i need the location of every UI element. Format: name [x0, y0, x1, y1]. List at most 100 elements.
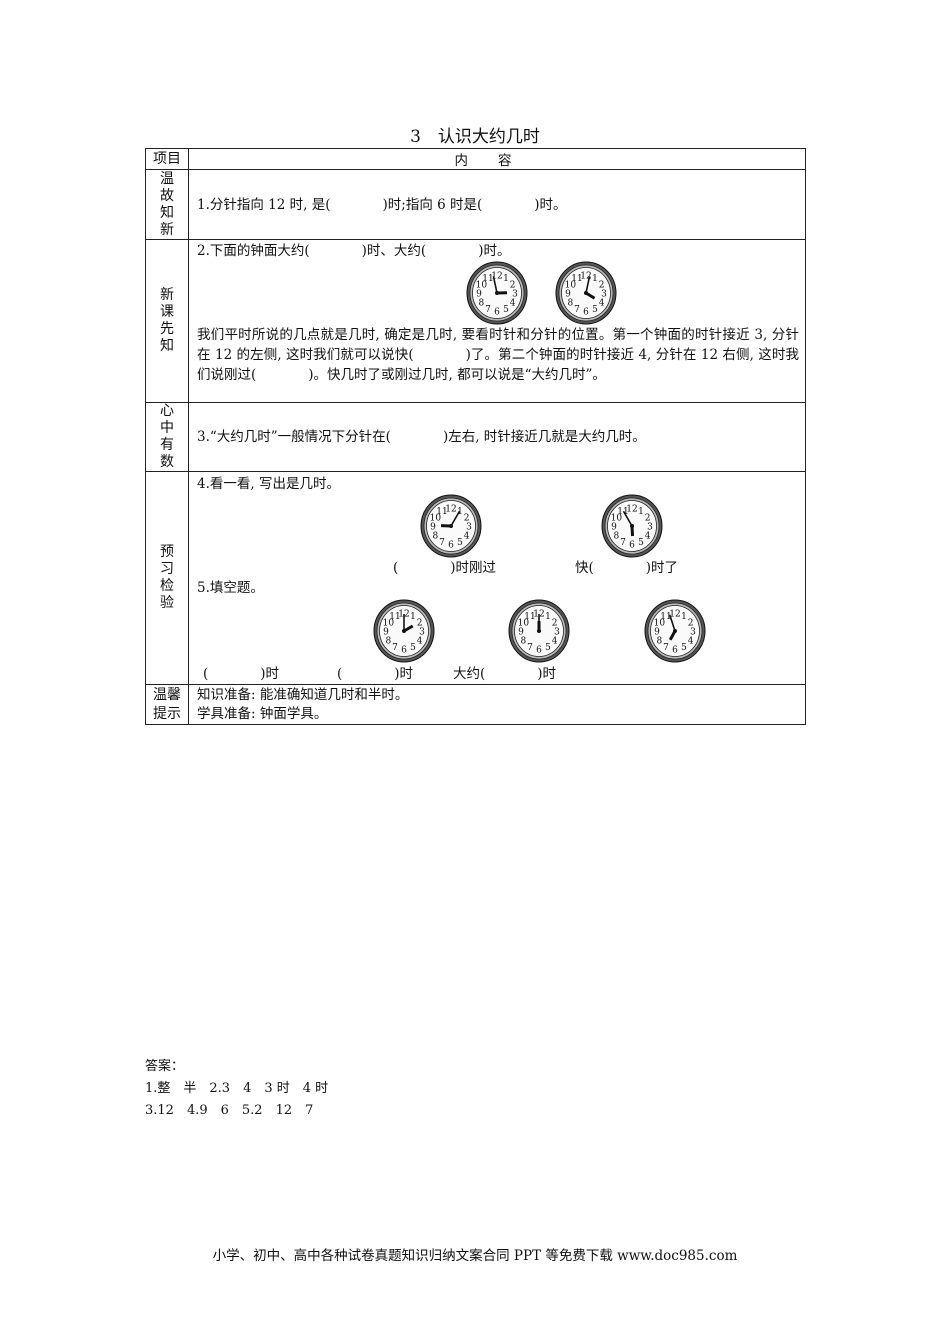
table-row-review: 温故知新 1.分针指向 12 时, 是()时;指向 6 时是()时。: [145, 169, 806, 240]
svg-text:11: 11: [660, 612, 671, 622]
svg-text:5: 5: [638, 538, 644, 548]
svg-text:1: 1: [592, 274, 598, 284]
question-4-title: 4.看一看, 写出是几时。: [197, 476, 340, 492]
svg-text:7: 7: [439, 538, 445, 548]
svg-text:1: 1: [638, 507, 644, 517]
svg-text:3: 3: [466, 523, 472, 533]
svg-text:3: 3: [512, 290, 518, 300]
svg-text:4: 4: [645, 532, 651, 542]
svg-text:10: 10: [430, 514, 442, 524]
svg-text:2: 2: [510, 281, 516, 291]
svg-text:8: 8: [433, 532, 439, 542]
svg-text:4: 4: [417, 637, 423, 647]
svg-text:7: 7: [392, 643, 398, 653]
svg-text:10: 10: [518, 619, 530, 629]
table-row-key-point: 心中有数 3.“大约几时”一般情况下分针在()左右, 时针接近几就是大约几时。: [145, 402, 806, 472]
svg-text:6: 6: [448, 541, 454, 551]
svg-text:8: 8: [568, 299, 574, 309]
svg-text:11: 11: [571, 274, 582, 284]
svg-text:10: 10: [565, 281, 577, 291]
row-label-practice: 预习检验: [160, 544, 174, 611]
svg-text:7: 7: [574, 305, 580, 315]
row-label-key-point: 心中有数: [160, 403, 174, 470]
svg-text:4: 4: [552, 637, 558, 647]
question-1: 1.分针指向 12 时, 是()时;指向 6 时是()时。: [188, 169, 806, 240]
svg-text:7: 7: [527, 643, 533, 653]
svg-text:4: 4: [464, 532, 470, 542]
svg-text:8: 8: [521, 637, 527, 647]
svg-text:5: 5: [410, 643, 416, 653]
svg-text:3: 3: [647, 523, 653, 533]
svg-text:12: 12: [580, 272, 591, 282]
svg-text:5: 5: [681, 643, 687, 653]
svg-text:12: 12: [491, 272, 502, 282]
svg-text:6: 6: [494, 308, 500, 318]
page-title: 3 认识大约几时: [410, 127, 540, 147]
svg-text:1: 1: [681, 612, 687, 622]
svg-text:3: 3: [419, 628, 425, 638]
row-label-review: 温故知新: [160, 170, 174, 238]
svg-text:10: 10: [611, 514, 623, 524]
svg-text:1: 1: [410, 612, 416, 622]
svg-text:2: 2: [417, 619, 423, 629]
worksheet-table: 项目 内容 温故知新 1.分针指向 12 时, 是()时;指向 6 时是()时。…: [145, 148, 806, 725]
question-3: 3.“大约几时”一般情况下分针在()左右, 时针接近几就是大约几时。: [188, 402, 806, 472]
header-content: 内容: [188, 148, 806, 170]
svg-text:1: 1: [503, 274, 509, 284]
svg-text:7: 7: [663, 643, 669, 653]
svg-text:6: 6: [401, 646, 407, 656]
svg-text:2: 2: [645, 514, 651, 524]
row-label-tips: 温馨提示: [153, 686, 181, 722]
svg-text:9: 9: [476, 290, 482, 300]
svg-text:6: 6: [629, 541, 635, 551]
svg-text:2: 2: [552, 619, 558, 629]
svg-text:8: 8: [657, 637, 663, 647]
svg-text:5: 5: [592, 305, 598, 315]
svg-text:12: 12: [626, 505, 637, 515]
svg-text:11: 11: [482, 274, 493, 284]
svg-text:9: 9: [518, 628, 524, 638]
svg-text:2: 2: [464, 514, 470, 524]
svg-text:11: 11: [436, 507, 447, 517]
table-header-row: 项目 内容: [145, 148, 806, 170]
svg-text:2: 2: [599, 281, 605, 291]
tips: 知识准备: 能准确知道几时和半时。 学具准备: 钟面学具。: [188, 684, 806, 725]
svg-text:9: 9: [611, 523, 617, 533]
footer-watermark: 小学、初中、高中各种试卷真题知识归纳文案合同 PPT 等免费下载 www.doc…: [212, 1248, 738, 1264]
svg-text:2: 2: [688, 619, 694, 629]
tip-tools: 学具准备: 钟面学具。: [197, 705, 328, 722]
header-item: 项目: [145, 148, 189, 170]
svg-text:5: 5: [545, 643, 551, 653]
svg-text:7: 7: [620, 538, 626, 548]
svg-text:6: 6: [583, 308, 589, 318]
svg-text:10: 10: [383, 619, 395, 629]
svg-text:8: 8: [614, 532, 620, 542]
svg-text:11: 11: [389, 612, 400, 622]
svg-text:5: 5: [503, 305, 509, 315]
table-row-tips: 温馨提示 知识准备: 能准确知道几时和半时。 学具准备: 钟面学具。: [145, 684, 806, 725]
tip-knowledge: 知识准备: 能准确知道几时和半时。: [197, 686, 409, 703]
row-label-new-lesson: 新课先知: [160, 287, 174, 354]
svg-text:8: 8: [479, 299, 485, 309]
svg-text:4: 4: [688, 637, 694, 647]
svg-text:6: 6: [672, 646, 678, 656]
svg-text:1: 1: [545, 612, 551, 622]
answer-line-1: 1.整 半 2.3 4 3 时 4 时: [145, 1081, 329, 1096]
svg-text:9: 9: [654, 628, 660, 638]
svg-text:5: 5: [457, 538, 463, 548]
answer-heading: 答案：: [145, 1059, 185, 1074]
svg-text:9: 9: [565, 290, 571, 300]
svg-text:6: 6: [536, 646, 542, 656]
svg-text:12: 12: [669, 610, 680, 620]
